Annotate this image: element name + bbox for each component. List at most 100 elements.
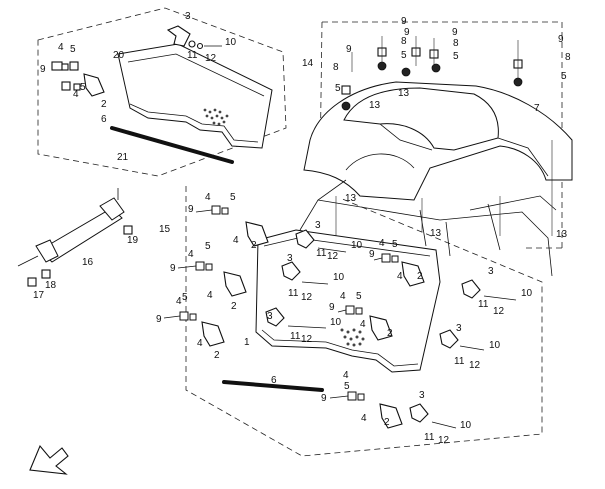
callout-12: 12 xyxy=(301,292,313,303)
callout-10: 10 xyxy=(460,420,472,431)
callout-3: 3 xyxy=(419,390,425,401)
rear-fender-center-hump xyxy=(343,87,499,151)
strip-21 xyxy=(110,126,234,164)
callout-15: 15 xyxy=(159,224,171,235)
callout-14: 14 xyxy=(302,58,314,69)
panel-20-flange xyxy=(127,53,265,143)
callout-4: 4 xyxy=(397,271,403,282)
callout-9: 9 xyxy=(346,44,352,55)
callout-6: 6 xyxy=(101,114,107,125)
callout-10: 10 xyxy=(351,240,363,251)
callout-13: 13 xyxy=(430,228,442,239)
callout-9: 9 xyxy=(329,302,335,313)
panel-20 xyxy=(117,43,273,149)
upper-left-panel-assembly xyxy=(51,25,273,164)
callout-1: 1 xyxy=(244,337,250,348)
callout-5: 5 xyxy=(392,239,398,250)
callout-5: 5 xyxy=(453,51,459,62)
callout-17: 17 xyxy=(33,290,45,301)
direction-arrow-icon xyxy=(29,444,69,475)
callout-9: 9 xyxy=(321,393,327,404)
callout-4: 4 xyxy=(176,296,182,307)
callout-16: 16 xyxy=(82,257,94,268)
callout-3: 3 xyxy=(315,220,321,231)
callout-12: 12 xyxy=(327,251,339,262)
callout-12: 12 xyxy=(493,306,505,317)
callout-11: 11 xyxy=(424,432,435,443)
callout-5: 5 xyxy=(344,381,350,392)
nut-18 xyxy=(41,269,51,279)
callout-8: 8 xyxy=(401,36,407,47)
rear-fender-assembly xyxy=(299,36,573,277)
callout-2: 2 xyxy=(101,99,107,110)
main-panel-assembly xyxy=(222,229,441,392)
nut-17 xyxy=(27,277,37,287)
callout-5: 5 xyxy=(182,292,188,303)
callout-10: 10 xyxy=(225,37,237,48)
bracket-3-top xyxy=(166,25,191,47)
group-21-outline xyxy=(37,7,287,177)
panel-1 xyxy=(255,229,441,373)
callout-10: 10 xyxy=(489,340,501,351)
callout-2: 2 xyxy=(384,417,390,428)
callout-5: 5 xyxy=(401,50,407,61)
callout-5: 5 xyxy=(335,83,341,94)
callout-5: 5 xyxy=(70,44,76,55)
callout-9: 9 xyxy=(188,204,194,215)
callout-9: 9 xyxy=(170,263,176,274)
callout-13: 13 xyxy=(345,193,357,204)
panel-20-vents xyxy=(203,108,229,126)
callout-2: 2 xyxy=(387,328,393,339)
callout-13: 13 xyxy=(556,229,568,240)
callout-4: 4 xyxy=(207,290,213,301)
bolt-set-top-left xyxy=(51,40,222,97)
callout-13: 13 xyxy=(398,88,410,99)
callout-9: 9 xyxy=(404,27,410,38)
strip-6 xyxy=(222,380,324,392)
grab-bar-assembly xyxy=(17,188,133,287)
callout-3: 3 xyxy=(267,311,273,322)
callout-7: 7 xyxy=(534,103,540,114)
callout-4: 4 xyxy=(73,89,79,100)
callout-20: 20 xyxy=(113,50,125,61)
callout-2: 2 xyxy=(214,350,220,361)
callout-12: 12 xyxy=(438,435,450,446)
callout-3: 3 xyxy=(287,253,293,264)
panel-1-vents xyxy=(340,328,365,347)
callout-3: 3 xyxy=(185,11,191,22)
callout-9: 9 xyxy=(40,64,46,75)
grab-bar-bracket-right xyxy=(99,197,125,221)
nut-19 xyxy=(123,225,133,235)
callout-8: 8 xyxy=(333,62,339,73)
callout-9: 9 xyxy=(452,27,458,38)
callout-4: 4 xyxy=(340,291,346,302)
callout-8: 8 xyxy=(453,38,459,49)
callout-10: 10 xyxy=(521,288,533,299)
callout-11: 11 xyxy=(454,356,465,367)
callout-11: 11 xyxy=(187,50,198,61)
callout-13: 13 xyxy=(369,100,381,111)
callout-3: 3 xyxy=(456,323,462,334)
callout-3: 3 xyxy=(488,266,494,277)
callout-10: 10 xyxy=(333,272,345,283)
callout-21: 21 xyxy=(117,152,129,163)
callout-8: 8 xyxy=(565,52,571,63)
callout-2: 2 xyxy=(417,271,423,282)
callout-4: 4 xyxy=(188,249,194,260)
callout-4: 4 xyxy=(361,413,367,424)
main-panel-hardware xyxy=(163,205,517,429)
callout-4: 4 xyxy=(233,235,239,246)
callout-18: 18 xyxy=(45,280,57,291)
callout-4: 4 xyxy=(343,370,349,381)
callout-5: 5 xyxy=(561,71,567,82)
callout-5: 5 xyxy=(80,82,86,93)
callout-5: 5 xyxy=(356,291,362,302)
fender-leader-lines xyxy=(335,36,553,240)
callout-9: 9 xyxy=(401,16,407,27)
callout-4: 4 xyxy=(205,192,211,203)
callout-4: 4 xyxy=(197,338,203,349)
callout-9: 9 xyxy=(558,34,564,45)
callout-4: 4 xyxy=(379,238,385,249)
